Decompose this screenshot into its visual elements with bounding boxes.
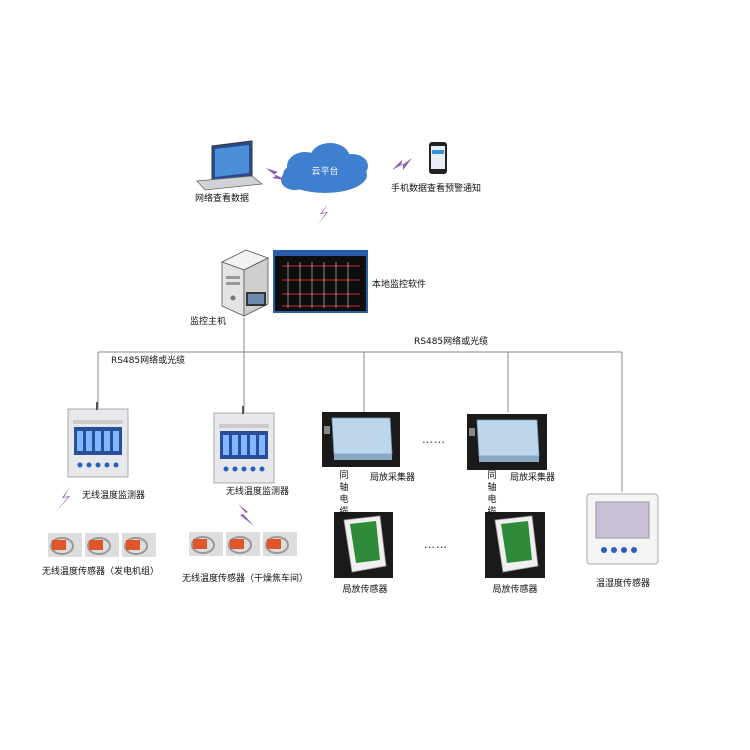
collector-label-1: 局放采集器 <box>370 473 416 483</box>
temp-sensor <box>122 533 156 557</box>
monitor-label-2: 无线温度监测器 <box>226 487 290 497</box>
temp-sensor <box>85 533 119 557</box>
sensors-label-2: 无线温度传感器（干燥焦车间） <box>182 574 309 584</box>
lightning-icon <box>392 158 412 170</box>
lightning-icon <box>238 504 254 526</box>
collector-label-2: 局放采集器 <box>510 473 556 483</box>
lightning-icon <box>318 204 328 224</box>
wireless-monitor-device-2 <box>213 406 275 484</box>
temp-sensors-group-1 <box>48 533 156 557</box>
pd-sensor-device-2 <box>485 512 545 578</box>
cloud-label: 云平台 <box>311 167 339 177</box>
phone-icon <box>429 142 447 174</box>
temp-humidity-sensor-device <box>586 493 659 565</box>
temp-sensor <box>48 533 82 557</box>
pd-collector-device-1 <box>322 412 400 467</box>
lightning-icon <box>266 168 286 180</box>
pd-sensor-label-2: 局放传感器 <box>492 585 538 595</box>
pd-sensor-device-1 <box>334 512 393 578</box>
ellipsis-top: …… <box>422 433 446 446</box>
temp-sensor <box>226 532 260 556</box>
sensors-label-1: 无线温度传感器（发电机组） <box>42 567 160 577</box>
cloud-icon <box>281 143 368 193</box>
server-icon <box>220 249 270 317</box>
ellipsis-bottom: …… <box>424 538 448 551</box>
temp-sensors-group-2 <box>189 532 297 556</box>
coax-label-1: 同轴电缆 <box>339 471 349 517</box>
software-label: 本地监控软件 <box>372 280 427 290</box>
laptop-icon <box>196 140 264 191</box>
th-sensor-label: 温湿度传感器 <box>595 579 651 589</box>
rs485-bus <box>97 318 623 492</box>
phone-label: 手机数据查看预警通知 <box>390 184 482 194</box>
pd-sensor-label-1: 局放传感器 <box>342 585 388 595</box>
wireless-bolts <box>56 158 412 526</box>
bus-label-left: RS485网络或光缆 <box>111 356 186 366</box>
temp-sensor <box>189 532 223 556</box>
laptop-label: 网络查看数据 <box>194 194 250 204</box>
bus-label-right: RS485网络或光缆 <box>414 337 489 347</box>
monitor-label-1: 无线温度监测器 <box>82 491 146 501</box>
coax-label-2: 同轴电缆 <box>487 471 497 517</box>
lightning-icon <box>56 487 70 512</box>
monitoring-software-screenshot <box>273 250 368 313</box>
temp-sensor <box>263 532 297 556</box>
host-label: 监控主机 <box>190 317 227 327</box>
pd-collector-device-2 <box>467 414 547 470</box>
wireless-monitor-device-1 <box>67 402 129 478</box>
